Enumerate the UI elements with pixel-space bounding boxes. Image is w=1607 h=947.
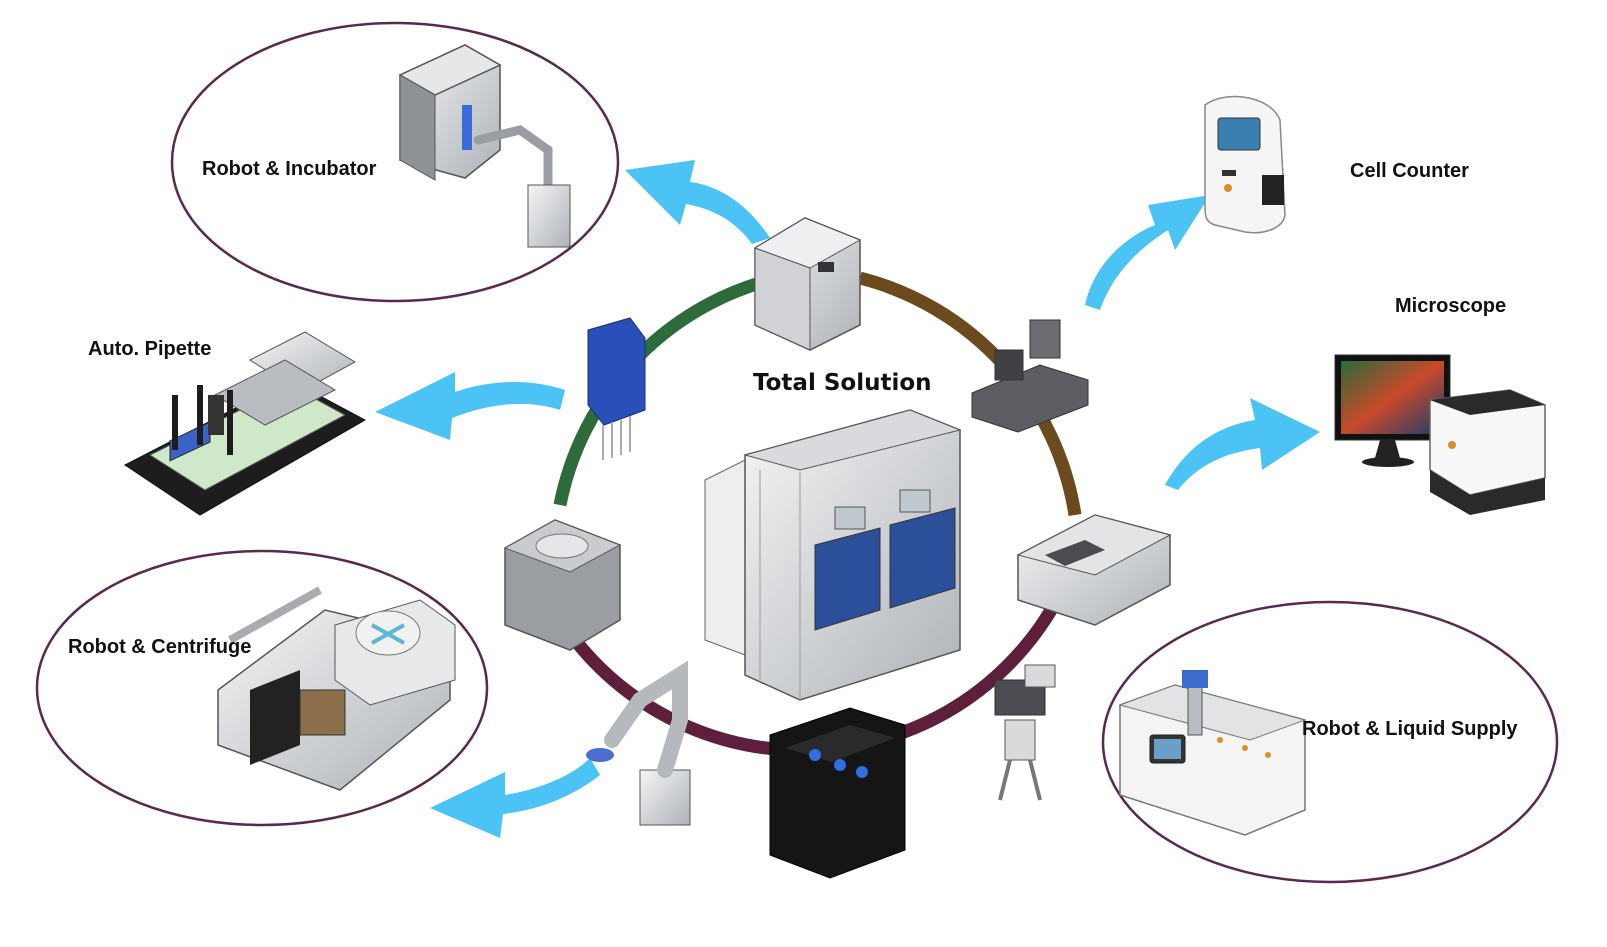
ellipse-robot-centrifuge bbox=[35, 549, 489, 827]
arrow-to-auto-pipette bbox=[375, 372, 565, 440]
arrow-to-microscope bbox=[1165, 398, 1320, 490]
ring-robot-arm bbox=[586, 660, 691, 826]
robot-liquid-supply-illustration bbox=[1118, 670, 1307, 836]
label-cell-counter: Cell Counter bbox=[1350, 160, 1469, 182]
label-robot-centrifuge: Robot & Centrifuge bbox=[68, 636, 252, 658]
label-microscope: Microscope bbox=[1395, 295, 1507, 317]
ring-incubator-unit bbox=[753, 217, 862, 351]
ellipse-robot-liquid-supply bbox=[1101, 600, 1559, 884]
microscope-illustration bbox=[1334, 354, 1546, 515]
arrow-to-robot-incubator bbox=[625, 160, 770, 244]
ring-pipette-head bbox=[587, 317, 646, 460]
robot-incubator-illustration bbox=[398, 44, 571, 248]
module-ellipses bbox=[35, 21, 1559, 884]
robot-centrifuge-illustration bbox=[217, 586, 456, 791]
central-isolator bbox=[704, 409, 962, 701]
label-auto-pipette: Auto. Pipette bbox=[88, 338, 212, 360]
ring-plate-reader bbox=[1016, 514, 1172, 626]
ring-counter-unit bbox=[971, 319, 1089, 433]
label-robot-incubator: Robot & Incubator bbox=[202, 158, 377, 180]
ring-water-bath bbox=[769, 707, 906, 879]
arrow-to-cell-counter bbox=[1085, 195, 1210, 310]
ring-microscope-unit bbox=[994, 664, 1056, 801]
arrows bbox=[375, 160, 1320, 838]
auto-pipette-illustration bbox=[124, 331, 367, 516]
label-robot-liquid-supply: Robot & Liquid Supply bbox=[1302, 718, 1518, 740]
arrow-to-robot-centrifuge bbox=[430, 758, 600, 838]
ellipse-robot-incubator bbox=[170, 21, 620, 303]
cell-counter-illustration bbox=[1204, 95, 1286, 234]
ring-shaker-unit bbox=[503, 519, 622, 651]
center-label: Total Solution bbox=[753, 370, 932, 396]
